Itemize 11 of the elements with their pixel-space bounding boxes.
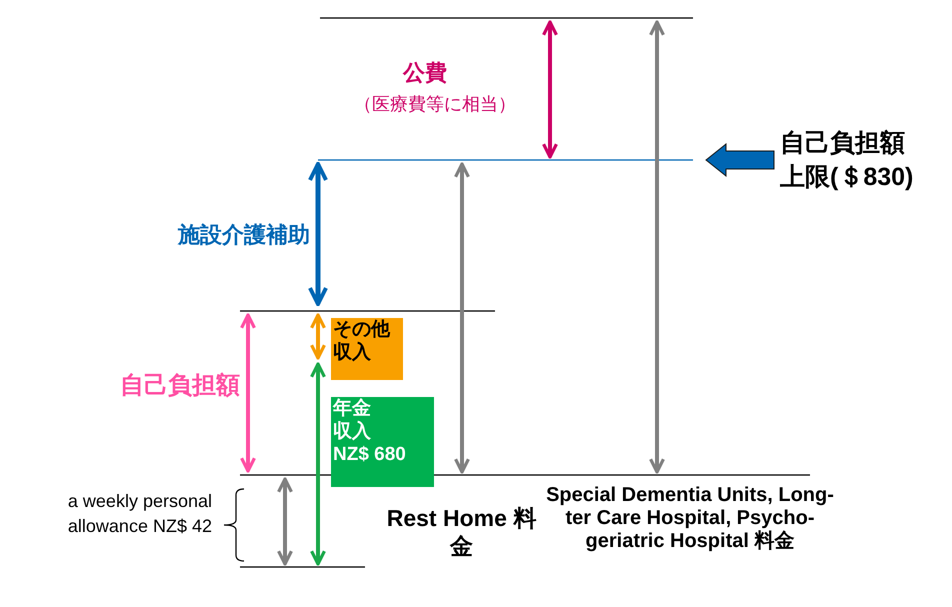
limit-label: 上限(＄830) [780, 162, 914, 192]
section-label: 自己負担額 [119, 372, 240, 401]
income-box: その他収入 [331, 318, 403, 380]
pension-box: 年金収入 NZ$ 680 [331, 397, 434, 487]
fee-label: Rest Home 料金 [386, 505, 538, 560]
section-label: 施設介護補助 [176, 222, 310, 248]
section-note: （医療費等に相当） [353, 94, 517, 116]
fee-label: Special Dementia Units, Long-ter Care Hospital, Psycho-geriatric Hospital 料金 [545, 484, 835, 553]
allowance-label: a weekly personal allowance NZ$ 42 [66, 490, 212, 538]
limit-label: 自己負担額 [780, 128, 906, 158]
section-label: 公費 [402, 60, 448, 86]
